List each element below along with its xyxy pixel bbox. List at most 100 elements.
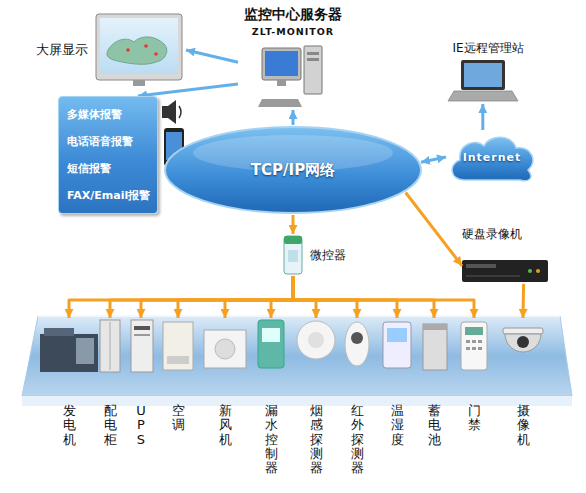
dvr-icon — [466, 264, 496, 268]
generator-icon — [40, 334, 98, 372]
ups-icon — [131, 320, 153, 372]
access-control-icon — [465, 327, 483, 335]
camera-icon — [503, 328, 543, 334]
big-screen-icon — [154, 52, 158, 56]
connector — [293, 276, 397, 318]
big-screen-icon — [96, 14, 182, 86]
connector — [110, 276, 293, 318]
controller-icon — [284, 236, 302, 274]
node-label: FAX/Email报警 — [67, 188, 149, 203]
infrared-detector-icon — [345, 322, 369, 366]
connector — [141, 276, 293, 318]
node-label: 红外探测器 — [351, 404, 364, 475]
node-label: 配电柜 — [104, 404, 117, 447]
connector — [271, 276, 293, 318]
node-label: UPS — [135, 404, 148, 447]
fresh-air-unit-icon — [204, 330, 246, 368]
connector — [178, 276, 293, 318]
connector — [225, 276, 293, 318]
connector — [406, 193, 462, 266]
node-label: 门禁 — [468, 404, 481, 433]
fresh-air-unit-icon — [204, 330, 246, 368]
node-label: 微控器 — [310, 247, 346, 264]
thermo-hygrometer-icon — [383, 322, 411, 368]
server-node: 监控中心服务器ZLT-MONITOR — [238, 6, 348, 110]
connector — [138, 84, 238, 96]
connector — [481, 104, 484, 130]
server-icon — [258, 99, 302, 107]
access-control-icon — [466, 347, 470, 350]
connector — [293, 276, 474, 318]
remote-station-node: IE远程管理站 — [440, 40, 536, 104]
switchboard-icon — [100, 320, 120, 372]
leak-controller-icon — [262, 328, 280, 342]
battery-icon — [423, 324, 447, 370]
connector — [69, 276, 293, 318]
server-icon — [307, 52, 319, 55]
smoke-detector-icon — [297, 321, 335, 359]
node-label: IE远程管理站 — [440, 40, 536, 57]
access-control-icon — [478, 340, 482, 343]
node-label: 电话语音报警 — [67, 134, 149, 149]
controller-icon — [284, 236, 302, 244]
device-node: UPS — [129, 318, 153, 486]
node-label: 温湿度 — [391, 404, 404, 447]
device-platform — [38, 315, 560, 317]
air-conditioner-icon — [163, 322, 193, 370]
server-icon — [304, 46, 322, 94]
connector — [186, 50, 238, 62]
internet-cloud: Internet — [446, 130, 538, 184]
infrared-detector-icon — [345, 322, 369, 366]
device-node: 空调 — [166, 318, 190, 486]
generator-icon — [76, 338, 94, 364]
server-icon — [258, 46, 322, 107]
device-node: 蓄电池 — [422, 318, 446, 486]
infrared-detector-icon — [351, 332, 363, 344]
recorder-node: 硬盘录像机 — [462, 258, 550, 284]
switchboard-icon — [110, 322, 111, 370]
dvr-icon — [462, 260, 548, 282]
air-conditioner-icon — [163, 322, 193, 370]
switchboard-icon — [100, 320, 120, 372]
access-control-icon — [461, 322, 487, 370]
battery-icon — [423, 324, 447, 330]
leak-controller-icon — [258, 320, 284, 368]
node-label: 蓄电池 — [428, 404, 441, 447]
node-label: 烟感探测器 — [310, 404, 323, 475]
device-node: 摄像机 — [511, 318, 535, 486]
laptop-icon — [448, 91, 518, 101]
device-node: 温湿度 — [385, 318, 409, 486]
connector — [421, 157, 446, 162]
camera-icon — [503, 328, 543, 352]
connector — [292, 110, 295, 125]
big-screen-icon — [100, 18, 178, 74]
server-icon — [262, 48, 301, 80]
server-icon — [307, 58, 319, 61]
device-platform — [22, 316, 572, 396]
device-node: 门禁 — [462, 318, 486, 486]
big-screen-icon — [126, 48, 130, 52]
laptop-icon — [464, 63, 502, 87]
controller-icon — [284, 236, 302, 274]
speaker-icon — [162, 100, 176, 124]
connector — [522, 284, 526, 318]
ups-icon — [134, 334, 150, 336]
node-label: 大屏显示 — [36, 41, 88, 59]
server-icon — [265, 51, 298, 76]
leak-controller-icon — [258, 320, 284, 368]
camera-icon — [505, 334, 541, 352]
thermo-hygrometer-icon — [383, 322, 411, 368]
dvr-icon — [536, 269, 540, 273]
device-platform — [22, 316, 572, 406]
battery-icon — [423, 324, 447, 370]
air-conditioner-icon — [167, 356, 189, 364]
node-label: 空调 — [172, 404, 185, 433]
camera-icon — [517, 336, 529, 348]
smoke-detector-icon — [308, 332, 324, 348]
device-node: 漏水控制器 — [259, 318, 283, 486]
node-label: 硬盘录像机 — [462, 226, 550, 243]
controller-node: 微控器 — [280, 234, 364, 276]
